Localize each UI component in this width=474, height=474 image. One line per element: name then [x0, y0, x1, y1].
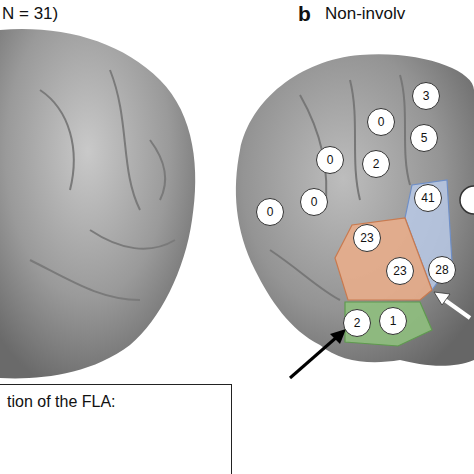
cut-circle [460, 186, 474, 214]
count-number: 0 [311, 195, 318, 209]
count-circle: 23 [386, 257, 414, 285]
count-circle: 0 [367, 108, 395, 136]
arrow-line [442, 298, 470, 318]
count-circle: 0 [316, 146, 344, 174]
count-number: 2 [373, 157, 380, 171]
count-circle: 5 [410, 124, 438, 152]
count-circle: 41 [414, 184, 442, 212]
count-circle: 2 [362, 150, 390, 178]
panel-heading: N = 31) [2, 4, 58, 24]
arrow-head [434, 292, 450, 305]
brain-surface [236, 54, 474, 366]
count-number: 23 [360, 231, 373, 245]
count-circle: 23 [353, 224, 381, 252]
panel-heading: Non-involv [325, 4, 405, 24]
arrow-head [330, 329, 346, 344]
count-number: 0 [327, 153, 334, 167]
sulcus-line [30, 70, 175, 300]
count-number: 3 [423, 89, 430, 103]
count-circle: 0 [256, 198, 284, 226]
count-circle: 28 [428, 256, 456, 284]
panel-letter: b [298, 2, 311, 26]
count-number: 1 [390, 314, 397, 328]
arrow-line [290, 336, 338, 378]
count-number: 41 [421, 191, 434, 205]
count-number: 23 [393, 264, 406, 278]
orange-region [335, 218, 432, 300]
count-number: 28 [435, 263, 448, 277]
note-box: tion of the FLA: [0, 384, 232, 474]
count-circle: 2 [343, 309, 371, 337]
brain-surface [0, 29, 195, 378]
count-number: 0 [378, 115, 385, 129]
count-circle: 3 [412, 82, 440, 110]
count-circle: 0 [300, 188, 328, 216]
count-number: 2 [354, 316, 361, 330]
count-number: 0 [267, 205, 274, 219]
count-number: 5 [421, 131, 428, 145]
count-circle: 1 [379, 307, 407, 335]
note-text: tion of the FLA: [7, 393, 116, 410]
